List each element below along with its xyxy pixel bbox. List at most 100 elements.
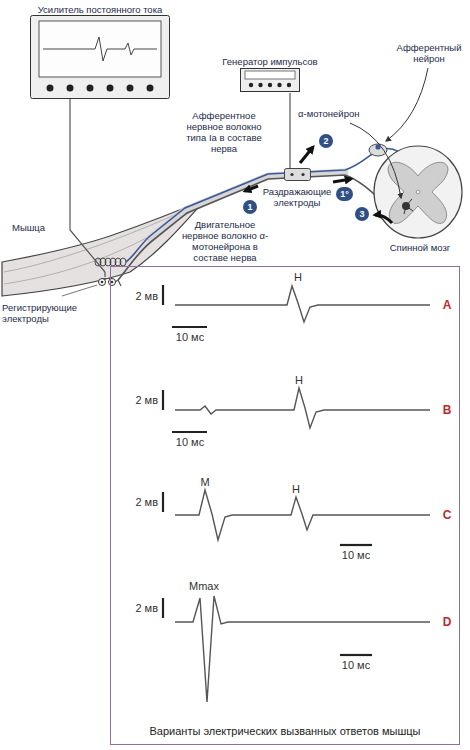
scale-label: 2 мв xyxy=(110,602,158,614)
pointer-line xyxy=(350,68,428,198)
trace-label: 10 мс xyxy=(166,331,214,343)
scale-bar xyxy=(172,326,207,328)
trace-label: M xyxy=(196,476,214,488)
node-label: Генератор импульсов xyxy=(215,56,325,67)
scale-bar xyxy=(162,390,164,410)
trace-label: 10 мс xyxy=(332,659,380,671)
scale-bar xyxy=(162,492,164,512)
amplifier-knob xyxy=(67,85,74,92)
trace-label: Mmax xyxy=(184,580,224,592)
gray-matter xyxy=(388,162,448,223)
generator-housing xyxy=(241,69,300,92)
scale-bar xyxy=(340,544,372,546)
motor-fiber xyxy=(118,175,403,280)
stimulating-electrodes: Раздражающие электроды xyxy=(262,166,332,208)
scale-label: 2 мв xyxy=(110,496,158,508)
anatomy-label: Мышца xyxy=(12,222,62,233)
node-label: Раздражающие электроды xyxy=(262,186,332,208)
scale-bar xyxy=(340,654,372,656)
scale-label: 2 мв xyxy=(110,290,158,302)
node-figure xyxy=(215,67,325,93)
trace-label: H xyxy=(287,483,305,495)
trace-label: H xyxy=(290,374,308,386)
anatomy-label: Афферентное нервное волокно типа Ia в со… xyxy=(178,110,270,154)
node-figure-svg xyxy=(2,272,124,300)
direction-arrow xyxy=(333,179,351,182)
scale-bar xyxy=(172,431,207,433)
node-text-group: Регистрирующие электроды xyxy=(2,300,88,324)
trace-label: 10 мс xyxy=(166,436,214,448)
stimulating-electrode xyxy=(285,169,311,181)
spinal-cord xyxy=(369,144,462,238)
trace-label: H xyxy=(289,271,307,283)
amplifier-knob xyxy=(47,85,54,92)
amplifier-knob xyxy=(107,85,114,92)
central-canal xyxy=(416,190,420,194)
spinal-cord xyxy=(374,146,462,238)
anatomy-label: α-мотонейрон xyxy=(298,108,368,119)
trace-letter: C xyxy=(440,508,454,522)
generator-knob xyxy=(277,83,281,87)
node-text-group: Раздражающие электроды xyxy=(262,186,332,208)
connector-wire xyxy=(70,99,105,272)
node-figure-svg xyxy=(215,67,325,93)
muscle xyxy=(4,212,190,284)
node-figure xyxy=(25,15,175,99)
amplifier-screen xyxy=(39,21,161,77)
recording-electrode xyxy=(99,279,106,286)
anatomy-label: Афферентный нейрон xyxy=(392,42,466,64)
generator-knob xyxy=(258,83,262,87)
pointer-line xyxy=(386,68,428,141)
direction-arrow xyxy=(375,215,392,223)
node-label: Варианты электрических вызванных ответов… xyxy=(117,725,453,738)
response-trace xyxy=(175,596,430,702)
generator-box: Генератор импульсов xyxy=(215,56,325,93)
amplifier-knob xyxy=(147,85,154,92)
response-panel: Варианты электрических вызванных ответов… xyxy=(110,266,460,745)
node-text-group: Усилитель постоянного тока xyxy=(25,4,175,15)
response-trace xyxy=(175,286,430,702)
node-text-group: Генератор импульсов xyxy=(215,56,325,67)
generator-knob xyxy=(268,83,272,87)
trace-letter: D xyxy=(440,615,454,629)
direction-arrow xyxy=(245,186,258,191)
muscle xyxy=(4,204,198,272)
response-trace xyxy=(175,286,430,322)
direction-arrow xyxy=(300,147,313,163)
electrode-contact xyxy=(290,173,293,176)
scale-bar xyxy=(162,285,164,305)
generator-display xyxy=(245,71,295,79)
node-label: Усилитель постоянного тока xyxy=(25,4,175,15)
amplifier-knob xyxy=(87,85,94,92)
spindle-coil xyxy=(120,258,126,266)
dorsal-root-ganglion xyxy=(369,144,387,156)
electrode-contact xyxy=(101,281,104,284)
response-trace xyxy=(175,388,430,428)
node-figure-svg xyxy=(262,166,332,186)
scale-label: 2 мв xyxy=(110,394,158,406)
anatomy-label: Двигательное нервное волокно α-мотонейро… xyxy=(180,219,270,263)
callout-number: 2 xyxy=(319,134,333,148)
motor-neuron-dendrites xyxy=(404,199,413,214)
scale-bar xyxy=(163,285,372,655)
connector-wire xyxy=(289,93,290,166)
trace-letter: B xyxy=(440,403,454,417)
electrode-contact xyxy=(111,281,114,284)
callout-number: 1 xyxy=(243,200,257,214)
direction-arrow xyxy=(245,147,392,223)
screen-trace xyxy=(43,37,157,61)
pointer-line xyxy=(350,123,401,198)
trace-letter: A xyxy=(440,298,454,312)
leader-line xyxy=(62,285,97,296)
callout-number: 3 xyxy=(355,207,369,221)
response-trace xyxy=(175,490,430,540)
node-figure-svg xyxy=(25,15,175,99)
node-text-group: Варианты электрических вызванных ответов… xyxy=(117,725,453,738)
afferent-fiber xyxy=(126,148,408,262)
scale-bar xyxy=(162,598,164,618)
node-label: Регистрирующие электроды xyxy=(2,302,88,324)
node-figure xyxy=(2,272,124,300)
anatomy-label: Спинной мозг xyxy=(380,242,460,253)
